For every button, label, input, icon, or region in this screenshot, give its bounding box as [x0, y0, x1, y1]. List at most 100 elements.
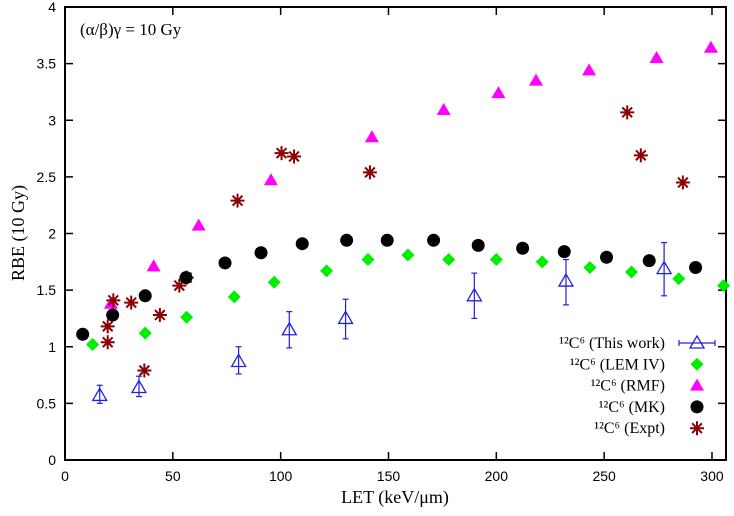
- y-tick-label: 1.5: [37, 282, 57, 298]
- data-point-c-lem-iv: [267, 275, 281, 289]
- x-tick-label: 0: [61, 468, 69, 484]
- data-point-c-expt: [172, 278, 187, 293]
- data-point-c-lem-iv: [672, 272, 686, 286]
- data-point-c-mk: [106, 308, 120, 322]
- y-axis-label: RBE (10 Gy): [8, 185, 29, 281]
- data-point-c-expt: [152, 308, 167, 323]
- data-point-c-mk: [76, 327, 90, 341]
- data-point-c-expt: [620, 105, 635, 120]
- y-tick-label: 0: [48, 452, 56, 468]
- data-point-c-lem-iv: [361, 253, 375, 267]
- data-point-c-lem-iv: [489, 253, 503, 267]
- x-tick-label: 250: [592, 468, 616, 484]
- data-point-c-this-work: [91, 387, 108, 402]
- data-point-c-expt: [675, 175, 690, 190]
- data-point-c-rmf: [582, 63, 597, 76]
- data-point-c-mk: [295, 237, 309, 251]
- legend-label: ¹²C⁶ (Expt): [594, 420, 665, 437]
- data-point-c-expt: [287, 149, 302, 164]
- annotation-alpha-beta: (α/β)γ = 10 Gy: [80, 20, 182, 39]
- y-tick-label: 0.5: [37, 395, 57, 411]
- legend-label: ¹²C⁶ (MK): [599, 399, 665, 416]
- y-tick-label: 1: [48, 339, 56, 355]
- data-point-c-rmf: [703, 40, 718, 53]
- data-marks: [76, 40, 731, 404]
- legend-entry: ¹²C⁶ (This work): [559, 334, 716, 352]
- legend-marker: [690, 357, 704, 371]
- data-point-c-lem-iv: [86, 337, 100, 351]
- legend-entry: ¹²C⁶ (LEM IV): [570, 356, 704, 373]
- legend-entry: ¹²C⁶ (RMF): [591, 378, 704, 395]
- data-point-c-rmf: [191, 218, 206, 231]
- data-point-c-this-work: [281, 321, 298, 336]
- data-point-c-rmf: [263, 173, 278, 186]
- data-point-c-expt: [362, 165, 377, 180]
- data-point-c-this-work: [130, 379, 148, 394]
- data-point-c-rmf: [146, 259, 161, 272]
- data-point-c-rmf: [529, 73, 544, 86]
- legend-label: ¹²C⁶ (RMF): [591, 378, 665, 395]
- data-point-c-lem-iv: [320, 264, 334, 278]
- y-tick-label: 4: [48, 0, 56, 15]
- data-point-c-expt: [100, 335, 115, 350]
- legend-marker: [688, 334, 706, 349]
- data-point-c-lem-iv: [442, 253, 456, 267]
- data-point-c-this-work: [557, 272, 575, 287]
- data-point-c-rmf: [491, 86, 506, 99]
- data-point-c-mk: [340, 233, 354, 247]
- legend-marker: [690, 378, 704, 391]
- data-point-c-expt: [124, 295, 139, 310]
- data-point-c-mk: [138, 289, 152, 303]
- data-point-c-mk: [254, 246, 268, 260]
- data-point-c-mk: [600, 250, 614, 264]
- data-point-c-rmf: [364, 130, 379, 143]
- legend-entry: ¹²C⁶ (Expt): [594, 420, 704, 437]
- data-point-c-lem-iv: [583, 260, 597, 274]
- x-tick-label: 100: [269, 468, 293, 484]
- data-point-c-this-work: [655, 260, 673, 275]
- data-point-c-lem-iv: [625, 265, 639, 279]
- data-point-c-mk: [516, 241, 530, 255]
- x-tick-label: 50: [165, 468, 181, 484]
- legend: ¹²C⁶ (This work) ¹²C⁶ (LEM IV) ¹²C⁶ (RMF) ¹…: [559, 334, 716, 437]
- data-point-c-lem-iv: [227, 290, 241, 304]
- x-tick-label: 200: [485, 468, 509, 484]
- legend-label: ¹²C⁶ (LEM IV): [570, 356, 665, 373]
- y-tick-label: 3.5: [37, 56, 57, 72]
- data-point-c-this-work: [230, 353, 247, 368]
- x-axis-label: LET (keV/μm): [341, 487, 449, 508]
- data-point-c-lem-iv: [401, 248, 415, 262]
- data-point-c-this-work: [337, 310, 354, 325]
- data-point-c-expt: [274, 146, 289, 161]
- data-point-c-mk: [427, 233, 441, 247]
- data-point-c-expt: [106, 293, 121, 308]
- legend-marker: [690, 400, 704, 414]
- data-point-c-rmf: [649, 50, 664, 63]
- y-tick-label: 3: [48, 112, 56, 128]
- data-point-c-mk: [179, 271, 193, 285]
- data-point-c-mk: [642, 254, 656, 268]
- data-point-c-rmf: [436, 103, 451, 116]
- data-point-c-lem-iv: [717, 279, 731, 293]
- axes: 0 50 100 150 200 250 300 0 0.5 1 1.5 2 2.5 3 3.5 4: [37, 0, 727, 484]
- legend-entry: ¹²C⁶ (MK): [599, 399, 704, 416]
- legend-marker: [690, 421, 704, 436]
- data-point-c-lem-iv: [535, 255, 549, 269]
- data-point-c-lem-iv: [138, 326, 152, 340]
- data-point-c-mk: [380, 233, 394, 247]
- data-point-c-mk: [557, 245, 571, 259]
- data-point-c-mk: [689, 260, 703, 274]
- x-tick-label: 150: [377, 468, 401, 484]
- legend-label: ¹²C⁶ (This work): [559, 335, 665, 352]
- data-point-c-expt: [633, 148, 648, 163]
- data-point-c-mk: [471, 238, 485, 252]
- data-point-c-mk: [218, 256, 232, 270]
- data-point-c-this-work: [466, 287, 483, 302]
- y-tick-label: 2: [48, 226, 56, 242]
- data-point-c-expt: [100, 319, 115, 334]
- y-tick-label: 2.5: [37, 169, 57, 185]
- data-point-c-expt: [230, 193, 245, 208]
- x-tick-label: 300: [700, 468, 724, 484]
- data-point-c-lem-iv: [180, 310, 194, 324]
